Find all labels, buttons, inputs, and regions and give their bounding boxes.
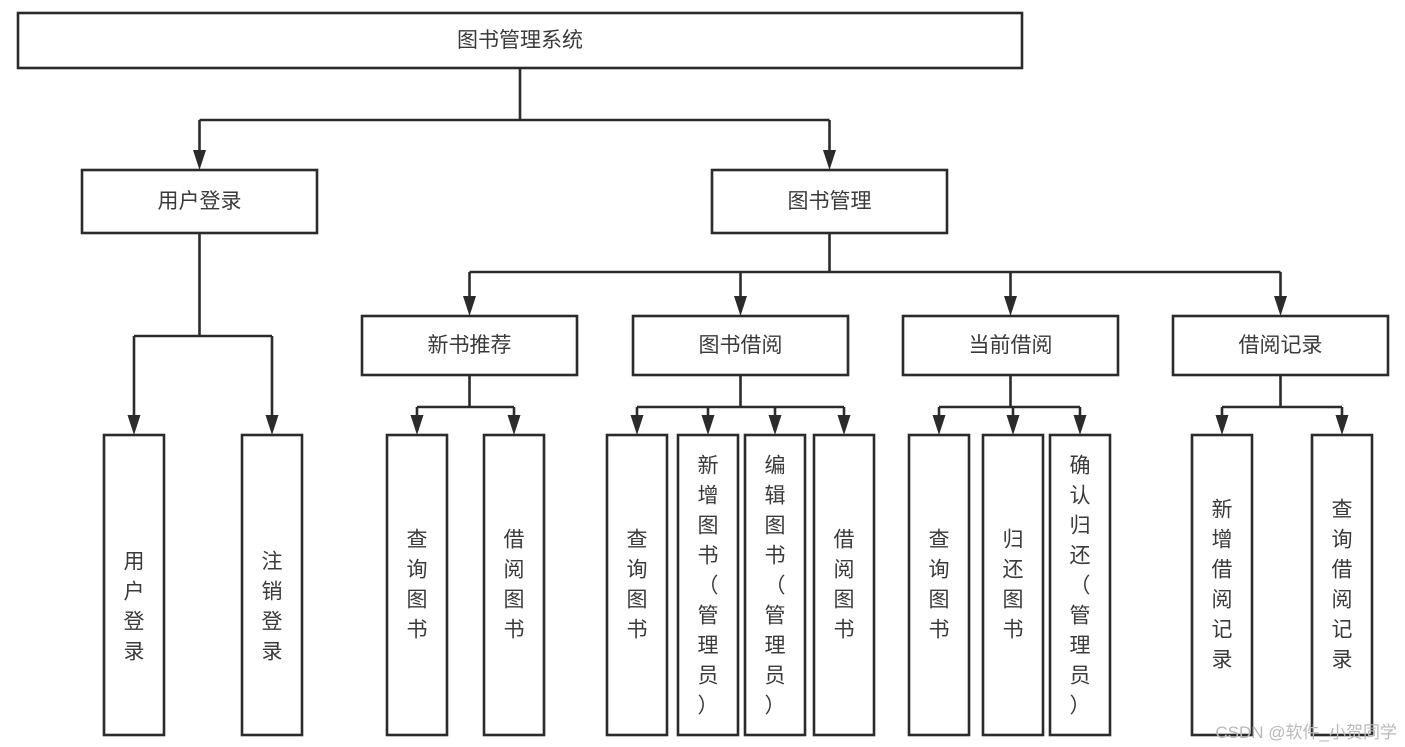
- connector-group: [463, 233, 1287, 316]
- node-current-borrow[interactable]: 当前借阅: [901, 314, 1120, 377]
- node-label: 查询借阅记录: [1332, 499, 1353, 672]
- node-box[interactable]: [360, 314, 579, 377]
- node-box[interactable]: [981, 433, 1045, 737]
- node-leaf-query-book-1[interactable]: 查询图书: [385, 433, 449, 737]
- node-label: 归还图书: [1003, 529, 1024, 642]
- node-label: 新增图书（管理员）: [698, 455, 719, 718]
- arrow-head-icon: [1215, 415, 1229, 435]
- node-label: 注销登录: [262, 551, 283, 664]
- connector-group: [127, 233, 279, 435]
- node-box[interactable]: [1190, 433, 1254, 737]
- node-leaf-return-book[interactable]: 归还图书: [981, 433, 1045, 737]
- node-box[interactable]: [631, 314, 850, 377]
- node-box[interactable]: [482, 433, 546, 737]
- node-label: 当前借阅: [969, 334, 1053, 357]
- node-label: 借阅记录: [1239, 334, 1323, 357]
- connector-group: [932, 375, 1087, 435]
- node-borrow-record[interactable]: 借阅记录: [1171, 314, 1390, 377]
- node-box[interactable]: [710, 168, 949, 235]
- node-leaf-query-record[interactable]: 查询借阅记录: [1310, 433, 1374, 737]
- node-box[interactable]: [812, 433, 876, 737]
- node-leaf-confirm-return[interactable]: 确认归还（管理员）: [1048, 433, 1112, 737]
- arrow-head-icon: [410, 415, 424, 435]
- node-label: 新书推荐: [428, 334, 512, 357]
- node-label: 查询图书: [929, 529, 950, 642]
- node-box[interactable]: [676, 433, 740, 737]
- node-box[interactable]: [240, 433, 304, 737]
- arrow-head-icon: [127, 415, 141, 435]
- node-leaf-logout[interactable]: 注销登录: [240, 433, 304, 737]
- node-label: 用户登录: [124, 551, 145, 664]
- node-leaf-add-record[interactable]: 新增借阅记录: [1190, 433, 1254, 737]
- arrow-head-icon: [734, 296, 747, 316]
- arrow-head-icon: [837, 415, 851, 435]
- arrow-head-icon: [1073, 415, 1087, 435]
- node-leaf-query-book-2[interactable]: 查询图书: [605, 433, 669, 737]
- arrow-head-icon: [1274, 296, 1287, 316]
- node-box[interactable]: [1048, 433, 1112, 737]
- node-box[interactable]: [1310, 433, 1374, 737]
- connector-group: [410, 375, 521, 435]
- node-label: 查询图书: [407, 529, 428, 642]
- arrow-head-icon: [1006, 415, 1020, 435]
- arrow-head-icon: [701, 415, 715, 435]
- node-leaf-add-book[interactable]: 新增图书（管理员）: [676, 433, 740, 737]
- arrow-head-icon: [932, 415, 946, 435]
- node-leaf-user-login[interactable]: 用户登录: [102, 433, 166, 737]
- node-box[interactable]: [102, 433, 166, 737]
- node-leaf-edit-book[interactable]: 编辑图书（管理员）: [743, 433, 807, 737]
- node-box[interactable]: [901, 314, 1120, 377]
- arrow-head-icon: [823, 150, 836, 170]
- node-book-manage[interactable]: 图书管理: [710, 168, 949, 235]
- arrow-head-icon: [507, 415, 521, 435]
- node-box[interactable]: [385, 433, 449, 737]
- connector-group: [1215, 375, 1349, 435]
- node-box[interactable]: [1171, 314, 1390, 377]
- node-leaf-borrow-book-2[interactable]: 借阅图书: [812, 433, 876, 737]
- connector-layer: [127, 68, 1349, 435]
- node-label: 借阅图书: [504, 529, 525, 642]
- node-root[interactable]: 图书管理系统: [16, 11, 1024, 70]
- node-leaf-query-book-3[interactable]: 查询图书: [907, 433, 971, 737]
- node-book-borrow[interactable]: 图书借阅: [631, 314, 850, 377]
- node-label: 确认归还（管理员）: [1070, 455, 1091, 718]
- arrow-head-icon: [1004, 296, 1017, 316]
- node-box[interactable]: [16, 11, 1024, 70]
- node-label: 新增借阅记录: [1212, 499, 1233, 672]
- arrow-head-icon: [768, 415, 782, 435]
- node-leaf-borrow-book-1[interactable]: 借阅图书: [482, 433, 546, 737]
- node-label: 借阅图书: [834, 529, 855, 642]
- node-box[interactable]: [907, 433, 971, 737]
- connector-group: [630, 375, 851, 435]
- node-label: 图书管理系统: [457, 29, 583, 52]
- node-new-book-rec[interactable]: 新书推荐: [360, 314, 579, 377]
- node-box[interactable]: [80, 168, 319, 235]
- arrow-head-icon: [265, 415, 279, 435]
- node-label: 图书借阅: [699, 334, 783, 357]
- node-layer: 图书管理系统用户登录图书管理新书推荐图书借阅当前借阅借阅记录用户登录注销登录查询…: [16, 11, 1390, 737]
- connector-group: [193, 68, 836, 170]
- node-label: 图书管理: [788, 190, 872, 213]
- arrow-head-icon: [630, 415, 644, 435]
- node-user-login[interactable]: 用户登录: [80, 168, 319, 235]
- arrow-head-icon: [193, 150, 206, 170]
- arrow-head-icon: [463, 296, 476, 316]
- node-label: 用户登录: [158, 190, 242, 213]
- arrow-head-icon: [1335, 415, 1349, 435]
- node-box[interactable]: [605, 433, 669, 737]
- node-label: 查询图书: [627, 529, 648, 642]
- node-label: 编辑图书（管理员）: [765, 455, 786, 718]
- node-box[interactable]: [743, 433, 807, 737]
